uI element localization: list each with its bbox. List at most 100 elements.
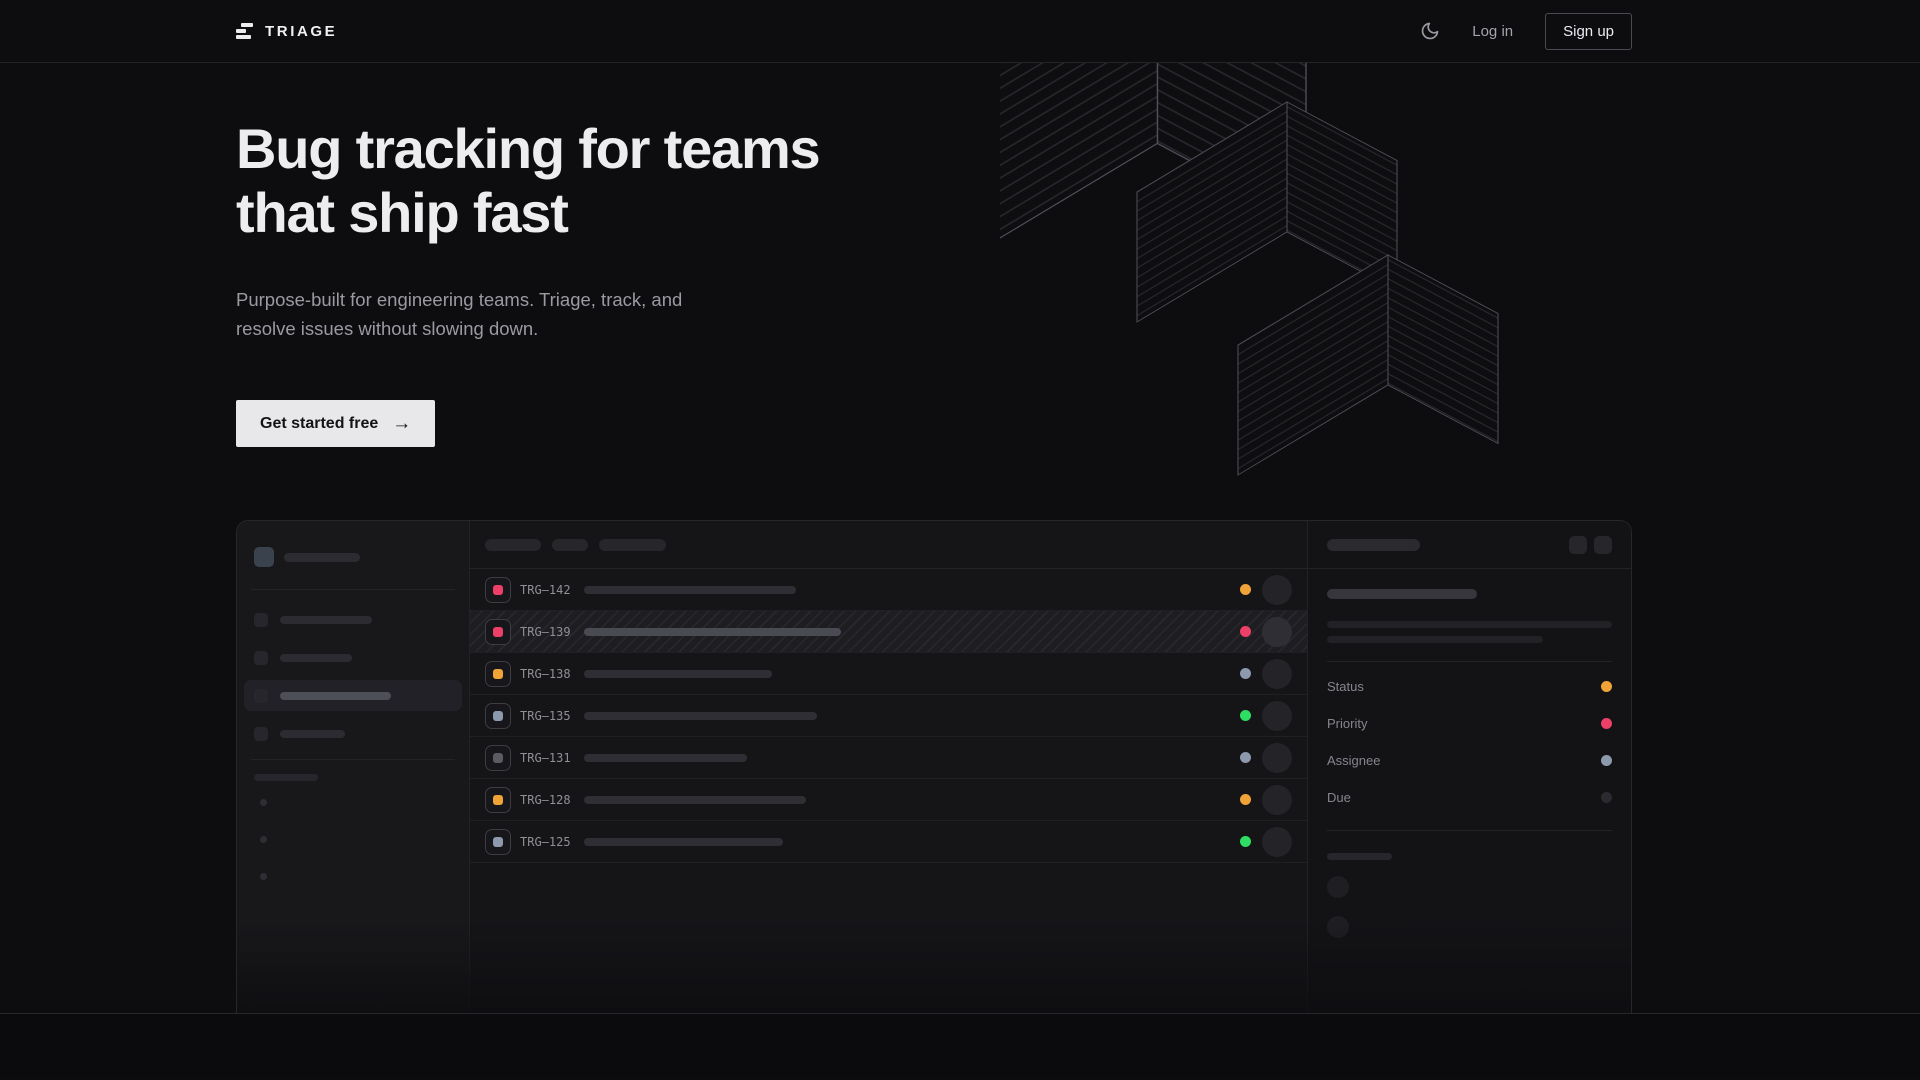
issue-status-icon-fill	[493, 794, 503, 805]
issue-id: TRG–131	[520, 750, 571, 765]
assignee-avatar	[1262, 574, 1292, 605]
sidebar-dot-list	[260, 799, 452, 880]
sidebar-item	[244, 604, 462, 635]
hero-subtitle-line2: resolve issues without slowing down.	[236, 318, 539, 339]
issue-status-icon-fill	[493, 584, 503, 595]
mockup-sidebar	[237, 521, 470, 1013]
issue-id: TRG–139	[520, 624, 571, 639]
assignee-avatar	[1262, 826, 1292, 857]
sidebar-item-skeleton	[280, 615, 372, 624]
property-label: Assignee	[1327, 753, 1381, 768]
issue-title-skeleton	[584, 837, 783, 846]
issue-title-skeleton	[584, 669, 772, 678]
hero-title: Bug tracking for teams that ship fast	[236, 117, 1920, 245]
sidebar-item-icon	[254, 612, 268, 627]
issue-id: TRG–135	[520, 708, 571, 723]
issue-id: TRG–142	[520, 582, 571, 597]
navbar: TRIAGE Log in Sign up	[0, 0, 1920, 63]
sidebar-item-icon	[254, 650, 268, 665]
property-row: Assignee	[1327, 742, 1612, 779]
get-started-button[interactable]: Get started free →	[236, 400, 436, 447]
status-dot	[1240, 626, 1251, 637]
activity-label-skeleton	[1327, 853, 1392, 860]
issue-id: TRG–125	[520, 834, 571, 849]
sidebar-item-icon	[254, 726, 268, 741]
property-label: Priority	[1327, 716, 1368, 731]
login-link[interactable]: Log in	[1472, 22, 1514, 40]
issue-status-icon	[485, 744, 511, 771]
issue-row: TRG–125	[470, 821, 1307, 863]
sidebar-logo-icon	[254, 547, 274, 567]
filter-pill-skeleton	[485, 538, 541, 551]
issue-status-icon	[485, 618, 511, 645]
issue-status-icon	[485, 576, 511, 603]
issue-row: TRG–138	[470, 653, 1307, 695]
issue-status-icon	[485, 660, 511, 687]
panel-actions	[1569, 535, 1612, 554]
property-label: Status	[1327, 679, 1364, 694]
sidebar-divider	[251, 759, 455, 760]
property-row: Due	[1327, 779, 1612, 816]
signup-button[interactable]: Sign up	[1545, 12, 1632, 50]
status-dot	[1240, 668, 1251, 679]
hero-content: Bug tracking for teams that ship fast Pu…	[236, 117, 1920, 447]
status-dot	[1240, 752, 1251, 763]
sidebar-logo-skeleton	[284, 552, 360, 562]
issue-status-icon	[485, 786, 511, 813]
hero-title-line2: that ship fast	[236, 181, 569, 244]
brand-name: TRIAGE	[265, 22, 338, 40]
panel-header	[1308, 521, 1631, 569]
triage-logo-icon	[236, 23, 253, 39]
issue-row: TRG–128	[470, 779, 1307, 821]
issue-row: TRG–139	[470, 611, 1307, 653]
issue-title-skeleton	[584, 795, 806, 804]
activity-avatars	[1327, 876, 1612, 938]
status-dot	[1240, 836, 1251, 847]
sidebar-item-skeleton	[280, 691, 391, 700]
activity-avatar	[1327, 876, 1349, 898]
wireframe-decoration	[1000, 63, 1499, 476]
theme-toggle-button[interactable]	[1420, 21, 1440, 41]
panel-divider	[1327, 661, 1612, 662]
property-label: Due	[1327, 790, 1351, 805]
description-skeleton	[1327, 621, 1612, 628]
panel-header-skeleton	[1327, 538, 1420, 551]
hero-subtitle-line1: Purpose-built for engineering teams. Tri…	[236, 289, 683, 310]
issue-status-icon	[485, 828, 511, 855]
sidebar-divider	[251, 589, 455, 590]
sidebar-nav	[244, 604, 462, 749]
sidebar-section-dot	[260, 836, 267, 843]
issue-row: TRG–142	[470, 569, 1307, 611]
sidebar-logo	[254, 547, 452, 567]
issue-status-icon-fill	[493, 710, 503, 721]
issue-status-icon	[485, 702, 511, 729]
issue-title-skeleton	[584, 753, 747, 762]
moon-icon	[1421, 22, 1439, 40]
status-dot	[1240, 584, 1251, 595]
brand: TRIAGE	[236, 23, 337, 40]
property-value-dot	[1601, 755, 1612, 766]
status-dot	[1240, 710, 1251, 721]
property-value-dot	[1601, 718, 1612, 729]
assignee-avatar	[1262, 616, 1292, 647]
property-row: Priority	[1327, 705, 1612, 742]
sidebar-section-dot	[260, 799, 267, 806]
filter-pill-skeleton	[599, 538, 666, 551]
description-skeleton	[1327, 636, 1543, 643]
nav-actions: Log in Sign up	[1420, 12, 1632, 50]
panel-title-skeleton	[1327, 589, 1477, 599]
issue-title-skeleton	[584, 585, 796, 594]
footer-section	[0, 1014, 1920, 1079]
issue-status-icon-fill	[493, 752, 503, 763]
issue-row: TRG–131	[470, 737, 1307, 779]
sidebar-section-dot	[260, 873, 267, 880]
sidebar-item-skeleton	[280, 729, 345, 738]
assignee-avatar	[1262, 700, 1292, 731]
activity-avatar	[1327, 916, 1349, 938]
sidebar-item	[244, 718, 462, 749]
issue-row: TRG–135	[470, 695, 1307, 737]
